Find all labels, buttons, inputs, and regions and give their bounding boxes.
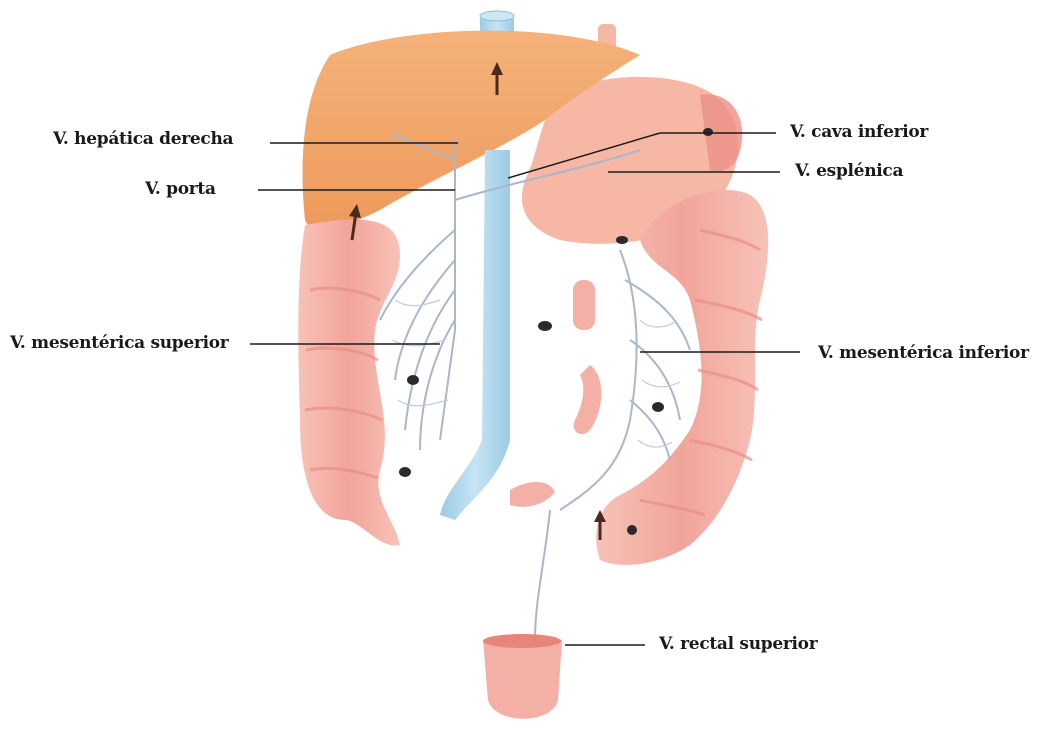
label-v-mesenterica-superior: V. mesentérica superior bbox=[10, 333, 228, 353]
label-v-cava-inferior: V. cava inferior bbox=[790, 122, 928, 142]
label-v-hepatica-derecha: V. hepática derecha bbox=[53, 129, 233, 149]
ileum-fragment bbox=[574, 365, 602, 434]
label-v-porta: V. porta bbox=[145, 179, 216, 199]
sigmoid-fragment bbox=[510, 482, 555, 507]
label-v-mesenterica-inferior: V. mesentérica inferior bbox=[818, 343, 1029, 363]
label-v-esplenica: V. esplénica bbox=[795, 161, 903, 181]
label-v-rectal-superior: V. rectal superior bbox=[659, 634, 817, 654]
vena-cava-inferior-vessel bbox=[440, 150, 510, 520]
ascending-colon bbox=[298, 219, 400, 545]
jejunum-fragment bbox=[573, 280, 595, 330]
